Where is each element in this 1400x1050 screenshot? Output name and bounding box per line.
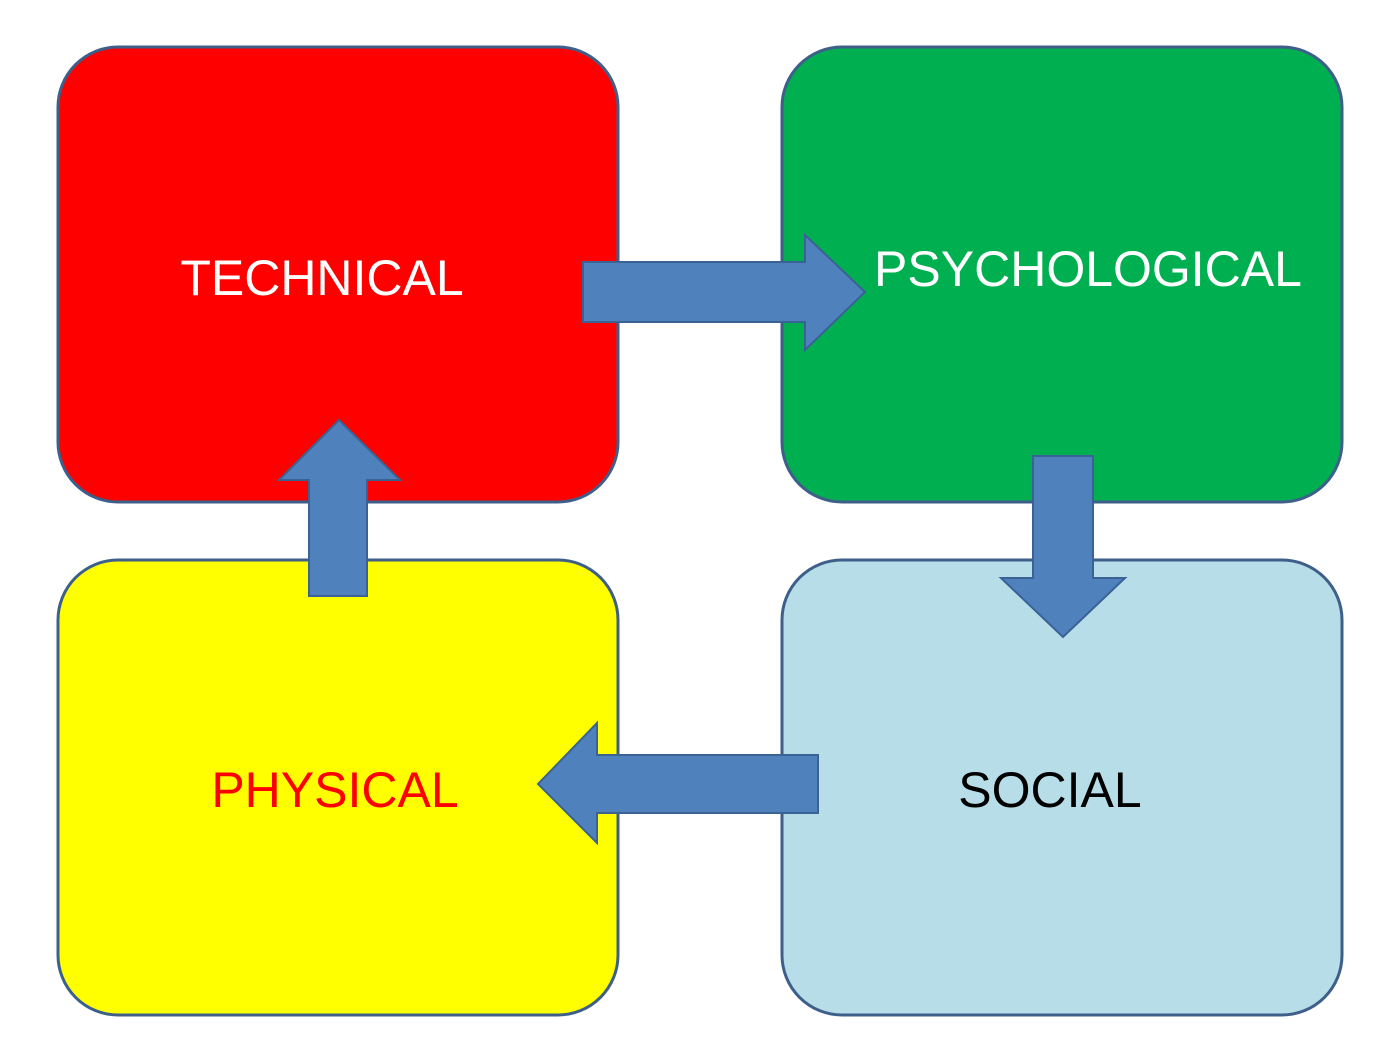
technical-label: TECHNICAL bbox=[180, 250, 463, 306]
arrow-physical-to-technical bbox=[276, 418, 403, 597]
arrow-social-to-physical bbox=[536, 720, 819, 846]
psychological-label: PSYCHOLOGICAL bbox=[874, 241, 1302, 297]
physical-label: PHYSICAL bbox=[211, 762, 458, 818]
arrow-technical-to-psychological bbox=[582, 232, 867, 353]
social-label: SOCIAL bbox=[958, 762, 1141, 818]
arrow-psychological-to-social bbox=[998, 455, 1128, 639]
